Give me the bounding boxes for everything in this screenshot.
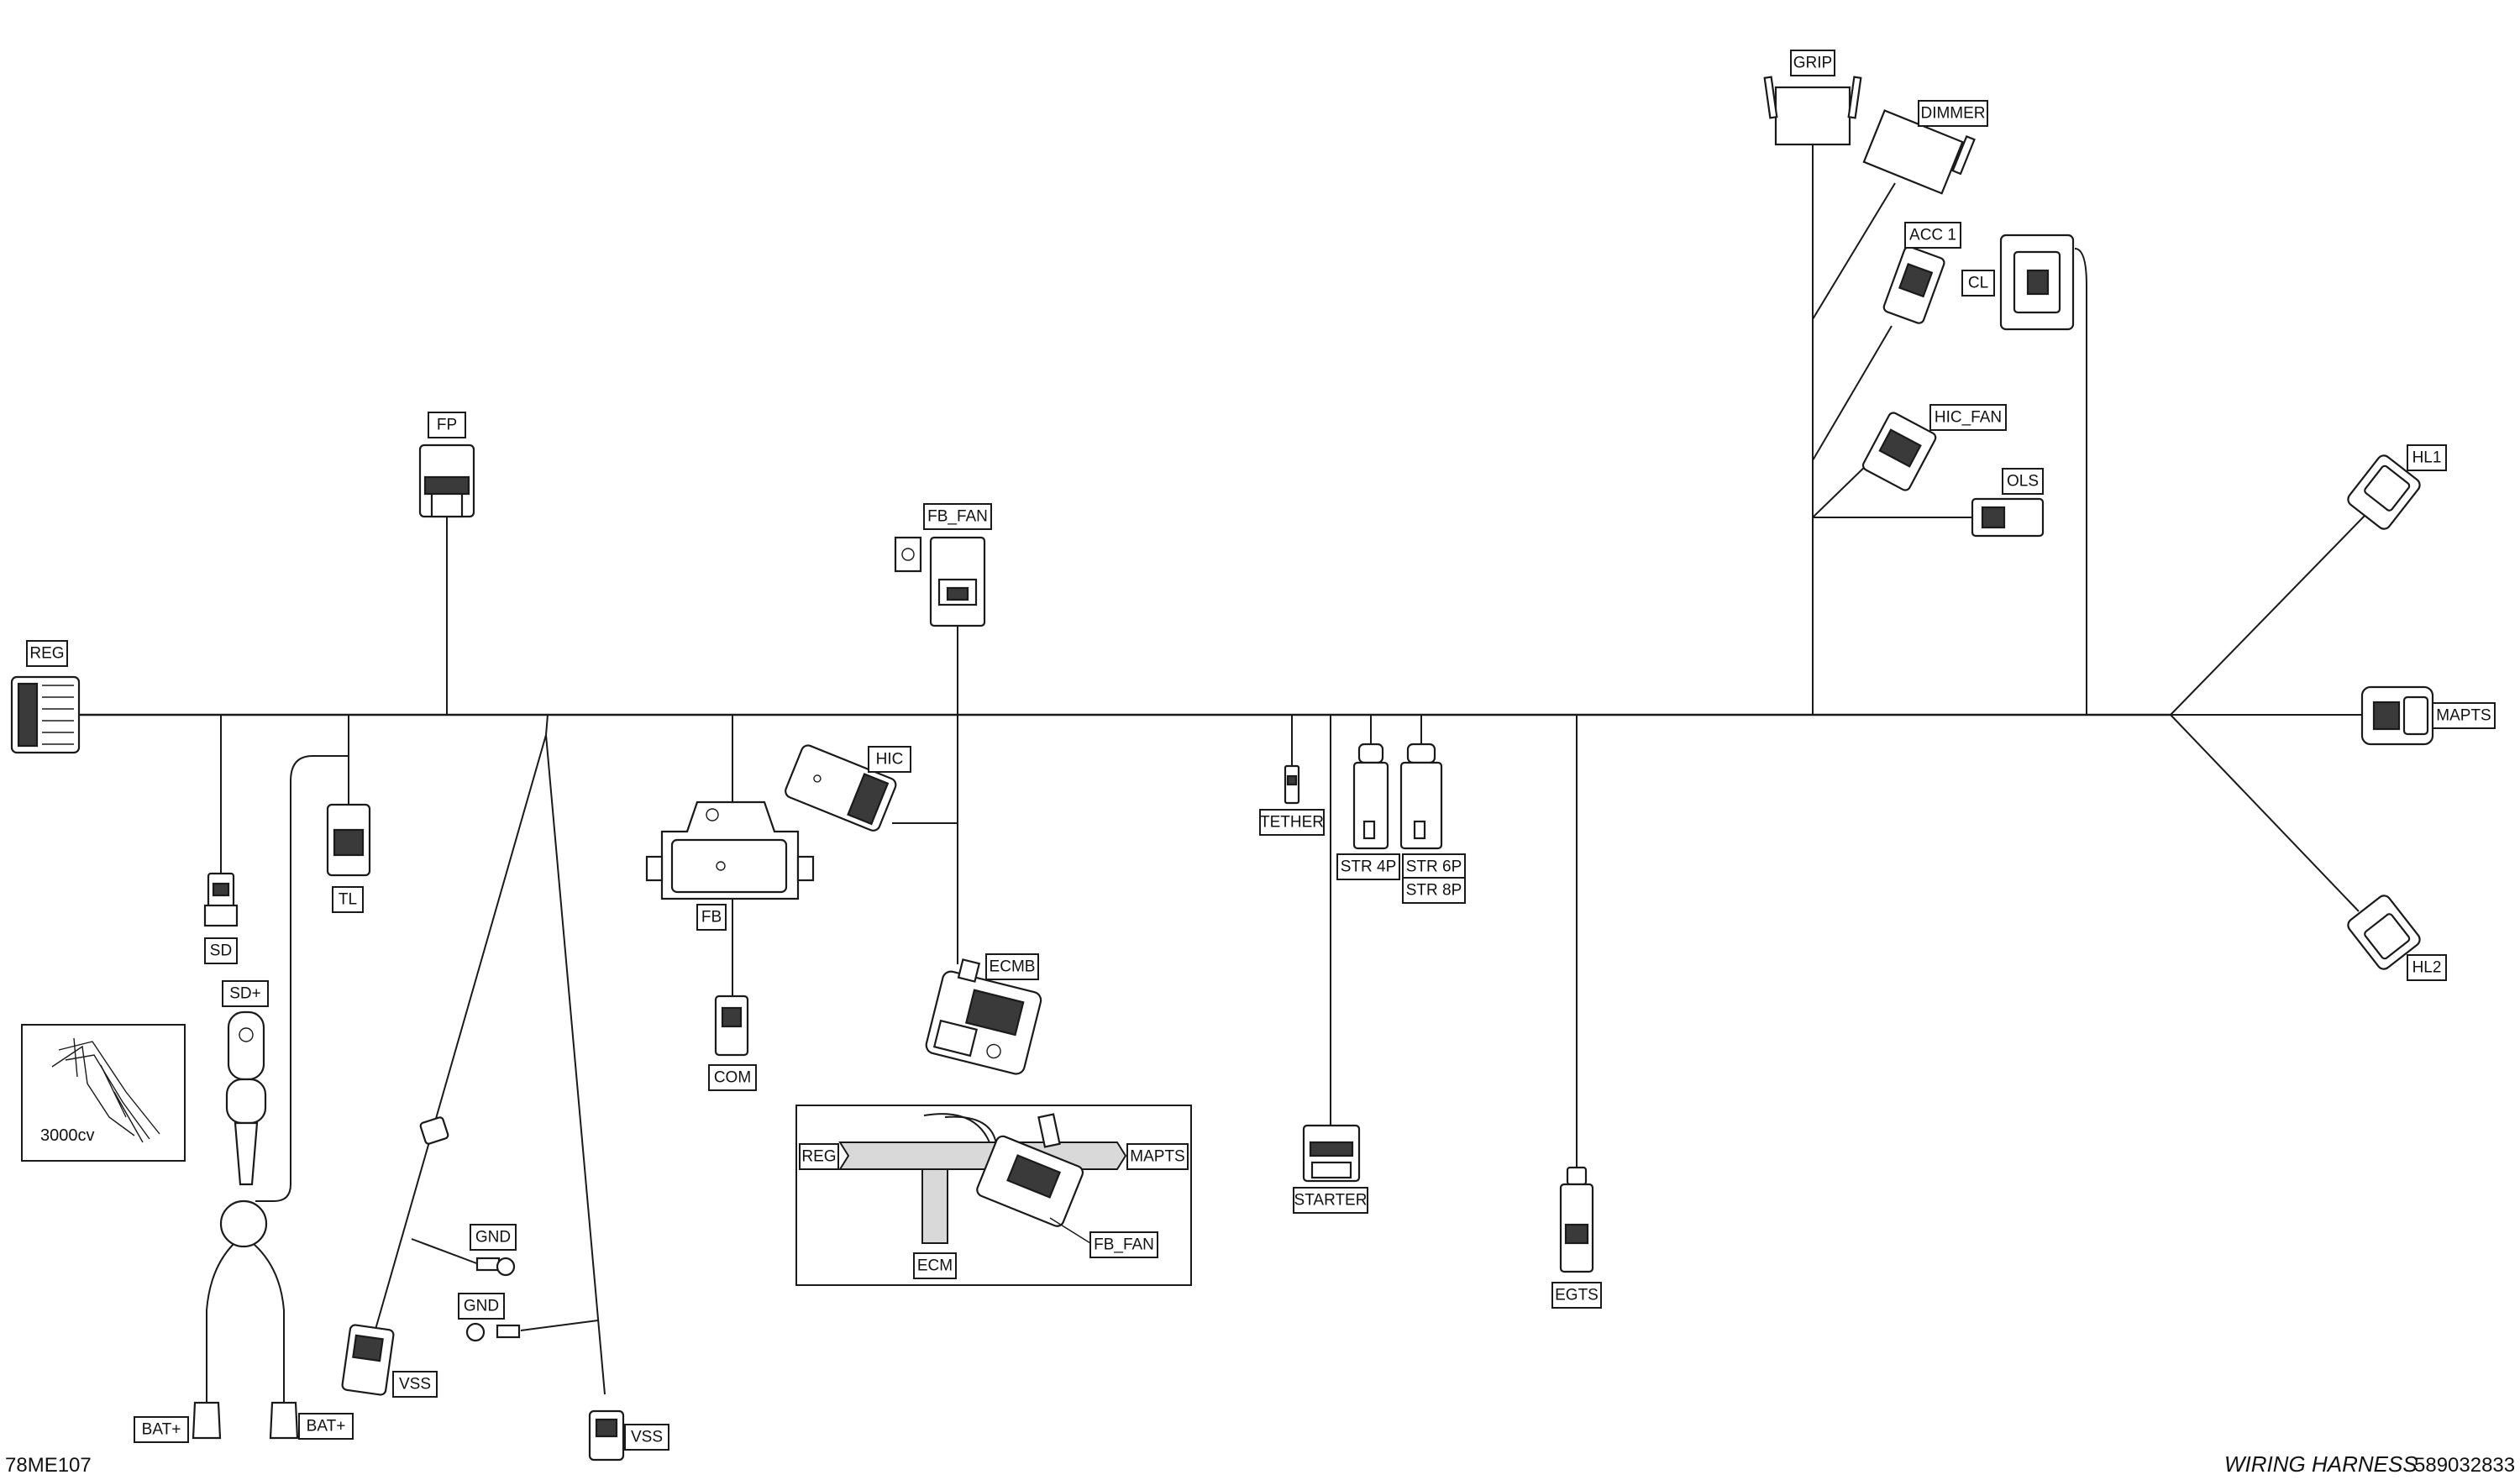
fp-label: FP [428,412,466,438]
inset-mapts-label: MAPTS [1126,1143,1189,1170]
gnd-lower-label: GND [458,1293,505,1320]
footer-title: WIRING HARNESS [2224,1451,2418,1477]
tl-branch [326,715,371,877]
svg-text:SD+: SD+ [229,985,261,1003]
starter-label: STARTER [1293,1187,1368,1214]
svg-text:ECMB: ECMB [990,958,1036,976]
fb-fuse-box [645,715,815,996]
ols-label: OLS [2002,468,2044,495]
svg-text:STR 6P: STR 6P [1406,858,1462,876]
cl-branch [1999,234,2087,715]
vss-right-label: VSS [624,1424,669,1451]
str-4p-label: STR 4P [1336,853,1400,880]
tether-branch [1284,715,1300,805]
acc1-label: ACC 1 [1904,222,1961,249]
grip-label: GRIP [1790,50,1835,76]
svg-text:STARTER: STARTER [1294,1192,1368,1210]
svg-text:3000cv: 3000cv [40,1126,95,1145]
part-number: 589032833 [2414,1454,2515,1477]
svg-text:COM: COM [714,1069,751,1087]
ecmb-label: ECMB [985,953,1039,980]
svg-text:REG: REG [801,1148,836,1166]
svg-text:BAT+: BAT+ [307,1418,346,1435]
com-label: COM [708,1064,757,1091]
fb-fan-label: FB_FAN [923,503,992,530]
tl-label: TL [332,886,364,913]
vss-gnd-branch [341,714,625,1462]
svg-text:MAPTS: MAPTS [2436,707,2491,725]
str-6p-8p-branch [1399,715,1443,850]
hl1-connector [2347,454,2421,530]
hl2-label: HL2 [2407,954,2447,981]
str-4p-branch [1352,715,1389,850]
svg-text:REG: REG [29,645,64,663]
svg-text:FB: FB [701,909,722,926]
svg-text:GRIP: GRIP [1793,55,1832,72]
inset-fb-fan-label: FB_FAN [1089,1231,1158,1258]
hl1-label: HL1 [2407,444,2447,471]
com-connector [714,995,749,1057]
svg-text:HIC: HIC [876,751,904,769]
reg-label: REG [26,640,68,667]
fp-branch [418,443,475,715]
svg-text:STR 4P: STR 4P [1341,858,1397,876]
battery-cable [192,755,349,1440]
starter-branch [1302,715,1361,1183]
fb-label: FB [696,904,727,931]
hic-fan-label: HIC_FAN [1929,404,2007,431]
dimmer-label: DIMMER [1918,100,1988,127]
cl-label: CL [1961,270,1995,297]
sd-label: SD [204,937,238,964]
upper-right-branch [1763,76,2045,715]
str-8p-label: STR 8P [1402,877,1466,904]
model-inset: 3000cv [21,1024,186,1162]
sd-branch [203,715,239,927]
svg-text:HL1: HL1 [2412,449,2442,467]
egts-branch [1559,715,1594,1273]
sd-plus-label: SD+ [222,980,269,1007]
svg-text:FB_FAN: FB_FAN [927,508,988,526]
reg-connector [10,675,81,754]
svg-text:FP: FP [437,417,457,434]
inset-reg-label: REG [799,1143,839,1170]
svg-text:GND: GND [475,1229,511,1246]
fb-fan-hic-ecmb-branch [785,536,1042,1075]
drawing-ref: 78ME107 [5,1454,92,1477]
tether-label: TETHER [1259,809,1325,836]
svg-text:FB_FAN: FB_FAN [1094,1236,1154,1254]
svg-text:GND: GND [464,1298,499,1315]
str-6p-label: STR 6P [1402,853,1466,880]
svg-text:HIC_FAN: HIC_FAN [1935,409,2002,427]
hl2-connector [2347,895,2421,970]
svg-text:VSS: VSS [631,1429,663,1446]
main-harness-trunk [80,515,2365,912]
bat-plus-right-label: BAT+ [298,1413,354,1440]
svg-text:EGTS: EGTS [1555,1287,1599,1304]
svg-text:DIMMER: DIMMER [1920,105,1985,123]
hic-label: HIC [868,746,911,773]
svg-text:SD: SD [210,942,232,960]
vss-left-label: VSS [392,1371,438,1398]
inset-ecm-label: ECM [913,1252,957,1279]
svg-text:STR 8P: STR 8P [1406,882,1462,900]
svg-text:ACC 1: ACC 1 [1909,227,1956,244]
svg-text:ECM: ECM [917,1257,953,1275]
svg-text:OLS: OLS [2007,473,2039,491]
svg-text:TL: TL [339,891,357,909]
gnd-upper-label: GND [470,1224,517,1251]
mapts-connector [2360,685,2434,746]
bat-plus-left-label: BAT+ [134,1416,189,1443]
svg-text:BAT+: BAT+ [142,1421,181,1439]
svg-text:CL: CL [1968,275,1988,292]
svg-text:VSS: VSS [399,1376,431,1393]
egts-label: EGTS [1551,1282,1602,1309]
svg-text:HL2: HL2 [2412,959,2442,977]
svg-text:MAPTS: MAPTS [1130,1148,1184,1166]
svg-text:TETHER: TETHER [1260,814,1324,832]
mapts-label: MAPTS [2432,702,2496,729]
